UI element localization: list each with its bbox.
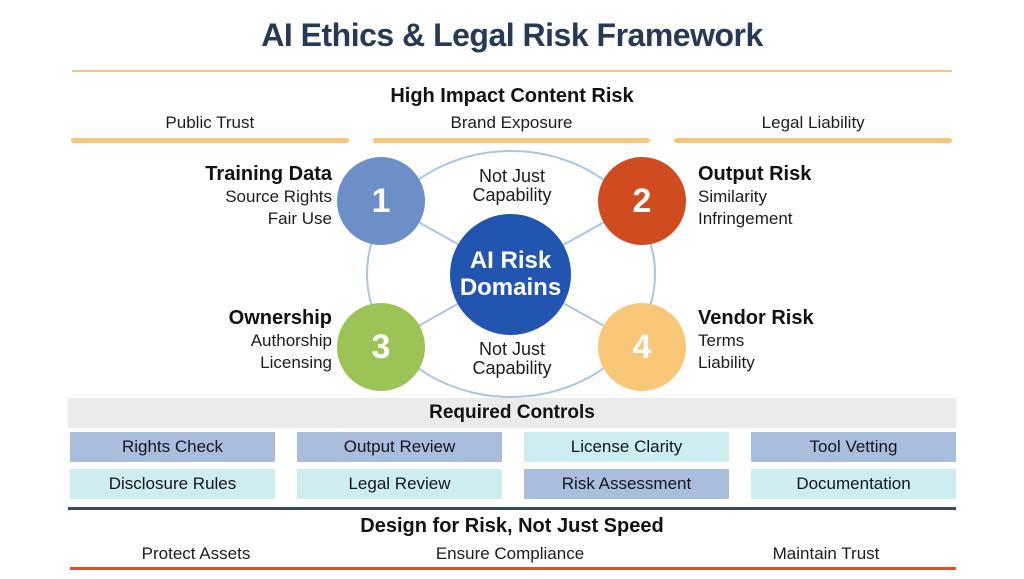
pillar-underline	[71, 138, 349, 143]
domain-title: Ownership	[228, 307, 332, 329]
domain-subline: Authorship	[250, 331, 332, 350]
pillar-legal-liability: Legal Liability	[674, 112, 953, 143]
footer-heading: Design for Risk, Not Just Speed	[360, 515, 664, 537]
domain-group-vendor-risk: Vendor Risk Terms Liability	[698, 306, 814, 374]
footer-top-divider-line	[68, 507, 956, 510]
control-box-disclosure-rules: Disclosure Rules	[70, 469, 275, 499]
domain-title: Output Risk	[698, 163, 812, 185]
control-box-documentation: Documentation	[751, 469, 956, 499]
pillar-label: Public Trust	[165, 113, 255, 132]
pillar-underline	[674, 138, 953, 143]
domain-number: 3	[371, 327, 391, 366]
hub-circle-ai-risk-domains: AI Risk Domains	[450, 214, 571, 335]
control-box-tool-vetting: Tool Vetting	[751, 432, 956, 462]
domain-number: 2	[632, 181, 652, 220]
domain-subline: Liability	[698, 353, 755, 372]
domain-number: 4	[632, 327, 652, 366]
domain-subline: Terms	[698, 331, 745, 350]
top-note: Not Just Capability	[472, 166, 552, 205]
domain-subline: Similarity	[698, 187, 767, 206]
pillar-brand-exposure: Brand Exposure	[372, 112, 651, 143]
domain-circle-4: 4	[598, 303, 686, 391]
bottom-note: Not Just Capability	[472, 339, 552, 378]
pillar-public-trust: Public Trust	[71, 112, 349, 143]
footer-bottom-divider-line	[70, 567, 956, 570]
footer-label-ensure-compliance: Ensure Compliance	[435, 544, 585, 563]
control-box-output-review: Output Review	[297, 432, 502, 462]
domain-subline: Source Rights	[225, 187, 332, 206]
control-box-license-clarity: License Clarity	[524, 432, 729, 462]
pillar-label: Legal Liability	[761, 113, 865, 132]
page-title: AI Ethics & Legal Risk Framework	[261, 17, 763, 53]
control-box-legal-review: Legal Review	[297, 469, 502, 499]
domain-circle-2: 2	[598, 157, 686, 245]
domain-subline: Licensing	[260, 353, 332, 372]
domain-title: Training Data	[205, 163, 332, 185]
domain-circle-3: 3	[337, 303, 425, 391]
domain-subline: Fair Use	[267, 209, 332, 228]
footer-label-maintain-trust: Maintain Trust	[772, 544, 880, 563]
hub-label: AI Risk Domains	[459, 247, 562, 301]
controls-grid: Rights Check Output Review License Clari…	[70, 432, 956, 499]
domain-circle-1: 1	[337, 157, 425, 245]
domain-group-training-data: Training Data Source Rights Fair Use	[205, 162, 332, 230]
pillar-label: Brand Exposure	[450, 113, 573, 132]
domain-group-ownership: Ownership Authorship Licensing	[229, 306, 332, 374]
footer-label-protect-assets: Protect Assets	[141, 544, 251, 563]
required-controls-band: Required Controls	[68, 398, 956, 428]
pillar-underline	[372, 138, 651, 143]
domain-subline: Infringement	[698, 209, 793, 228]
control-box-rights-check: Rights Check	[70, 432, 275, 462]
control-box-risk-assessment: Risk Assessment	[524, 469, 729, 499]
domain-number: 1	[371, 181, 391, 220]
top-section-heading: High Impact Content Risk	[390, 85, 634, 107]
title-divider-line	[72, 70, 952, 72]
domain-title: Vendor Risk	[698, 307, 814, 329]
domain-group-output-risk: Output Risk Similarity Infringement	[698, 162, 811, 230]
top-pillar-row: Public Trust Brand Exposure Legal Liabil…	[71, 112, 953, 143]
